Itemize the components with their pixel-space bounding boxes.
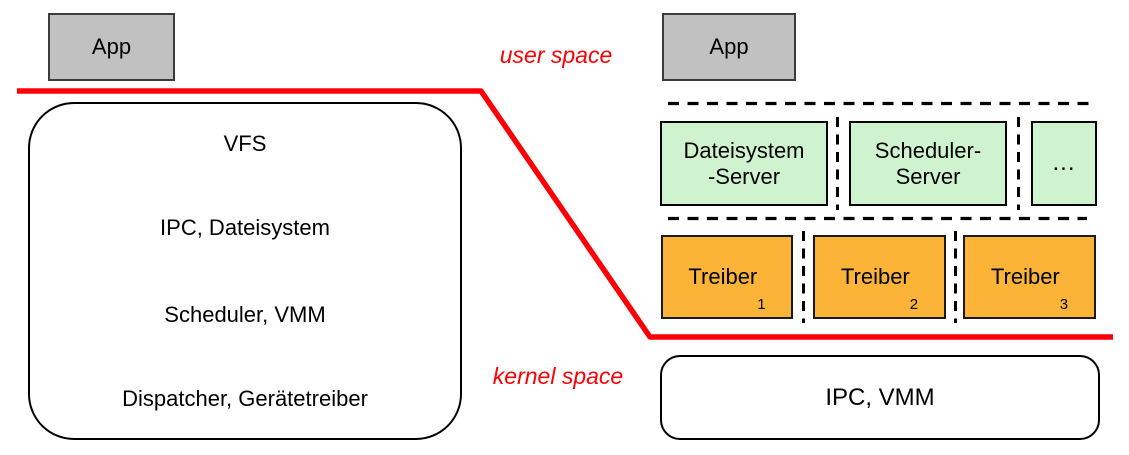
treiber-3-box: Treiber 3 bbox=[963, 235, 1096, 319]
dateisystem-server-line1: Dateisystem bbox=[683, 137, 805, 163]
scheduler-server-line2: Server bbox=[895, 163, 961, 189]
monolithic-kernel-box bbox=[28, 102, 462, 440]
more-servers-ellipsis: ... bbox=[1052, 149, 1076, 177]
dateisystem-server-line2: -Server bbox=[707, 163, 781, 189]
mono-layer-vfs: VFS bbox=[223, 131, 267, 156]
microkernel-kernel-box: IPC, VMM bbox=[660, 355, 1100, 440]
microkernel-app-label: App bbox=[709, 34, 749, 59]
scheduler-server-line1: Scheduler- bbox=[874, 137, 982, 163]
monolithic-app-label: App bbox=[91, 34, 132, 59]
mono-layer-scheduler-vmm: Scheduler, VMM bbox=[164, 302, 326, 327]
treiber-1-subscript: 1 bbox=[757, 296, 766, 313]
mono-layer-dispatcher-geraetetreiber: Dispatcher, Gerätetreiber bbox=[122, 386, 368, 411]
user-space-label: user space bbox=[499, 42, 613, 68]
treiber-2-subscript: 2 bbox=[909, 296, 919, 313]
monolithic-app-box: App bbox=[48, 13, 175, 81]
treiber-3-label: Treiber bbox=[990, 264, 1060, 289]
dateisystem-server-box: Dateisystem -Server bbox=[660, 121, 828, 206]
scheduler-server-box: Scheduler- Server bbox=[849, 121, 1007, 206]
treiber-2-label: Treiber bbox=[840, 264, 910, 289]
kernel-space-label: kernel space bbox=[492, 363, 624, 389]
more-servers-box: ... bbox=[1031, 121, 1097, 206]
treiber-1-box: Treiber 1 bbox=[661, 235, 793, 319]
microkernel-kernel-label: IPC, VMM bbox=[825, 383, 935, 411]
treiber-3-subscript: 3 bbox=[1059, 296, 1069, 313]
mono-layer-ipc-dateisystem: IPC, Dateisystem bbox=[160, 215, 330, 240]
microkernel-app-box: App bbox=[662, 13, 796, 81]
treiber-2-box: Treiber 2 bbox=[813, 235, 946, 319]
treiber-1-label: Treiber bbox=[688, 264, 758, 289]
